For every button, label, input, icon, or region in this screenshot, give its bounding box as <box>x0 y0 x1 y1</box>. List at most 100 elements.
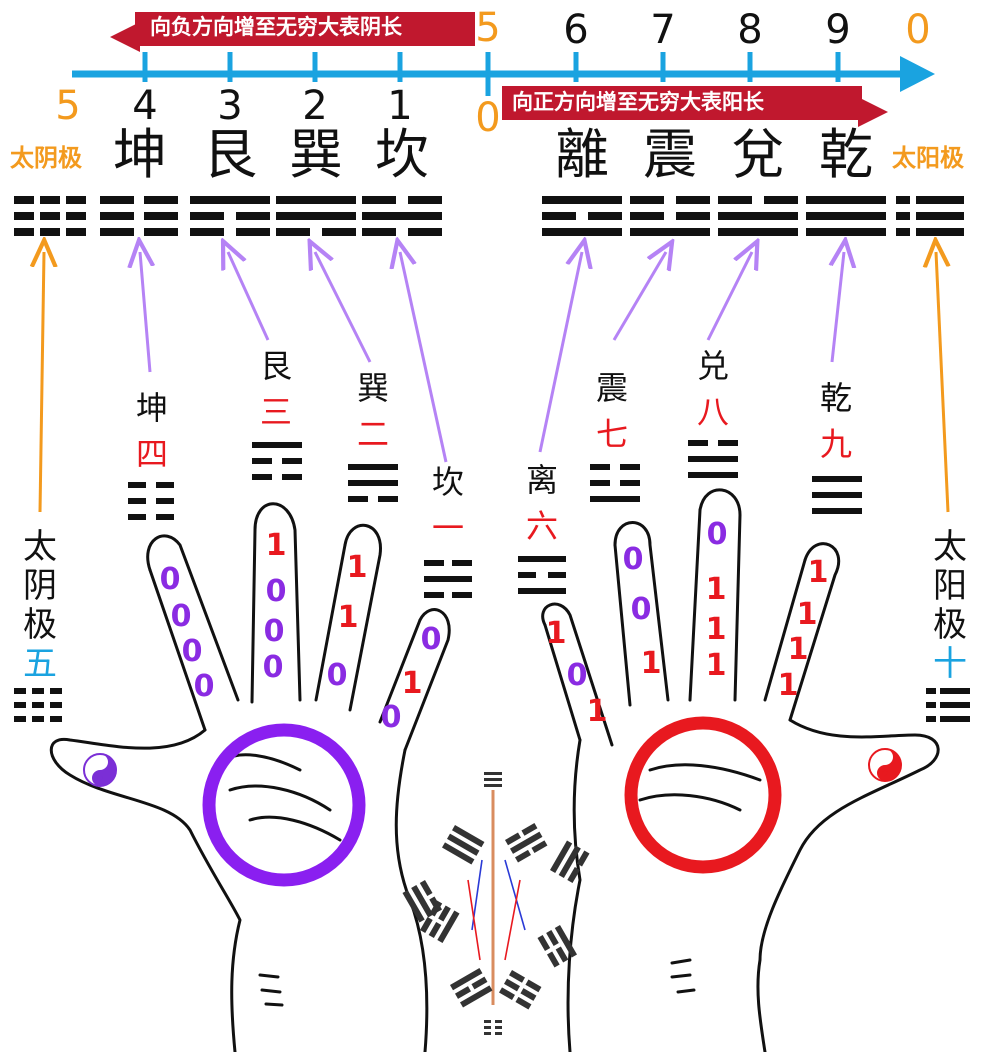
right-pinky-digit-2: 0 <box>566 658 588 693</box>
axis-left-label: 5 <box>55 83 81 129</box>
taiyang-hexagram-icon <box>896 196 964 236</box>
axis-number-1: 1 <box>387 83 413 129</box>
right-num-6: 六 <box>525 507 559 545</box>
taiyin-char-3: 极 <box>23 605 57 646</box>
left-index-digit-3: 0 <box>181 634 203 669</box>
negative-direction-label: 向负方向增至无穷大表阴长 <box>150 15 402 39</box>
left-label-kun: 坤 <box>135 389 169 427</box>
left-middle-digit-4: 0 <box>262 650 284 685</box>
axis-number-3: 3 <box>217 83 243 129</box>
taiyang-char-3: 极 <box>933 605 967 646</box>
taiyang-char-2: 阳 <box>933 566 967 607</box>
positive-direction-arrow <box>502 86 888 127</box>
left-label-kan: 坎 <box>431 463 465 501</box>
right-middle-digit-3: 1 <box>705 612 727 647</box>
trigram-zhen-name: 震 <box>643 123 697 186</box>
pointer-arrows <box>140 252 844 463</box>
bagua-mini-diagram <box>402 772 590 1035</box>
left-ring-digit-1: 1 <box>346 550 368 585</box>
taiyin-hexagram-icon <box>14 196 86 236</box>
right-num-8: 八 <box>696 393 730 431</box>
right-index-digit-2: 1 <box>796 597 818 632</box>
right-hand-drawing <box>541 488 940 1052</box>
right-label-li: 离 <box>525 461 559 499</box>
left-pinky-digit-3: 0 <box>380 700 402 735</box>
left-index-digit-4: 0 <box>193 669 215 704</box>
axis-center-zero: 0 <box>475 95 501 141</box>
right-ring-digit-3: 1 <box>640 646 662 681</box>
axis-number-4: 4 <box>132 83 158 129</box>
trigram-bars-row <box>14 196 964 236</box>
left-num-2: 二 <box>356 415 390 453</box>
left-ring-digit-2: 1 <box>337 600 359 635</box>
right-index-digit-1: 1 <box>807 555 829 590</box>
left-palm-circle <box>202 723 366 887</box>
axis-number-2: 2 <box>302 83 328 129</box>
left-index-digit-1: 0 <box>159 562 181 597</box>
dui-trigram-icon <box>718 196 798 236</box>
axis-number-5: 5 <box>475 5 501 51</box>
negative-direction-arrow <box>110 12 475 52</box>
right-pinky-digit-1: 1 <box>545 616 567 651</box>
axis-number-0: 0 <box>905 7 931 53</box>
left-middle-digit-1: 1 <box>265 528 287 563</box>
left-pinky-digit-2: 1 <box>401 666 423 701</box>
right-ring-digit-2: 0 <box>630 592 652 627</box>
positive-direction-label: 向正方向增至无穷大表阳长 <box>512 90 764 114</box>
taiyang-pole-vertical: 太 阳 极 十 <box>933 527 967 685</box>
left-pinky-digit-1: 0 <box>420 622 442 657</box>
left-middle-digit-2: 0 <box>265 574 287 609</box>
qian-trigram-icon <box>806 196 886 236</box>
left-num-3: 三 <box>259 393 293 431</box>
right-label-zhen: 震 <box>595 369 629 407</box>
left-label-gen: 艮 <box>259 347 293 385</box>
axis-number-9: 9 <box>825 7 851 53</box>
trigram-gen-name: 艮 <box>203 123 257 186</box>
right-index-digit-3: 1 <box>787 632 809 667</box>
yin-yang-icon-left <box>83 753 117 787</box>
li-trigram-icon <box>542 196 622 236</box>
gen-trigram-icon <box>190 196 270 236</box>
kan-trigram-icon <box>362 196 442 236</box>
right-middle-digit-1: 0 <box>706 517 728 552</box>
trigram-xun-name: 巽 <box>289 123 343 186</box>
taiyin-pole-label: 太阴极 <box>10 143 82 172</box>
left-num-1: 一 <box>431 509 465 547</box>
trigram-kan-name: 坎 <box>375 123 429 186</box>
right-label-qian: 乾 <box>819 379 853 417</box>
taiyin-char-1: 太 <box>23 527 57 567</box>
taiyang-pole-label: 太阳极 <box>892 143 964 172</box>
left-index-digit-2: 0 <box>170 599 192 634</box>
right-index-digit-4: 1 <box>777 668 799 703</box>
yin-yang-icon-right <box>868 748 902 782</box>
right-num-7: 七 <box>595 415 629 453</box>
taiyin-char-2: 阴 <box>23 566 57 607</box>
pole-arrows <box>40 252 948 513</box>
axis-number-8: 8 <box>737 7 763 53</box>
zhen-trigram-icon <box>630 196 710 236</box>
right-pinky-digit-3: 1 <box>586 694 608 729</box>
trigram-dui-name: 兌 <box>731 123 785 186</box>
hand-trigram-marks <box>14 440 970 722</box>
trigram-kun-name: 坤 <box>113 123 167 186</box>
number-axis <box>72 52 935 96</box>
right-ring-digit-1: 0 <box>622 542 644 577</box>
axis-number-6: 6 <box>563 7 589 53</box>
right-middle-digit-4: 1 <box>705 648 727 683</box>
right-label-dui: 兑 <box>696 347 730 385</box>
left-middle-digit-3: 0 <box>263 614 285 649</box>
kun-trigram-icon <box>100 196 178 236</box>
right-num-9: 九 <box>819 425 853 463</box>
right-middle-digit-2: 1 <box>705 572 727 607</box>
axis-number-7: 7 <box>650 7 676 53</box>
taiyin-num-5: 五 <box>23 644 57 685</box>
taiyang-char-1: 太 <box>933 527 967 567</box>
xun-trigram-icon <box>276 196 356 236</box>
left-num-4: 四 <box>135 435 169 473</box>
trigram-li-name: 離 <box>555 123 609 186</box>
left-ring-digit-3: 0 <box>326 658 348 693</box>
taiyang-num-10: 十 <box>933 644 967 685</box>
taiyin-pole-vertical: 太 阴 极 五 <box>23 527 57 685</box>
